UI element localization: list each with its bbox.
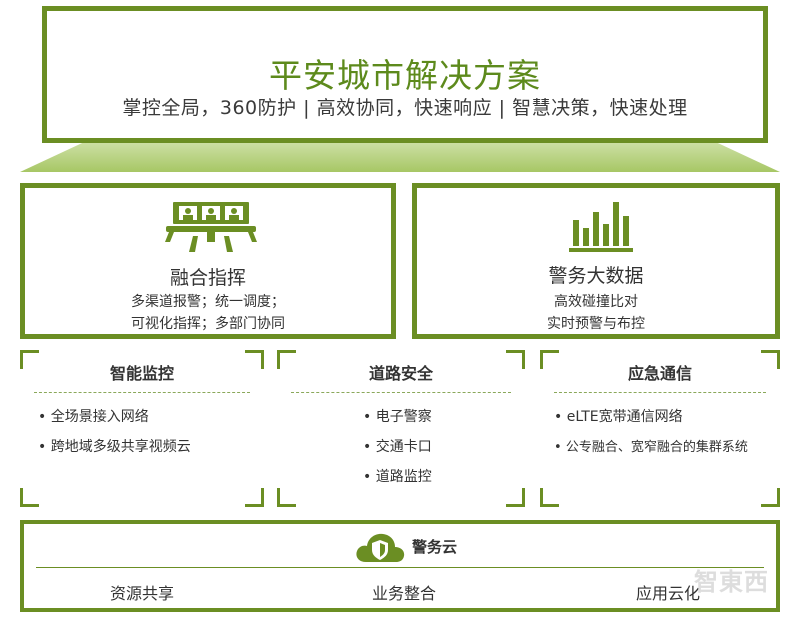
divider [34,392,250,393]
panel-desc-line: 实时预警与布控 [547,316,645,332]
cloud-item: 业务整合 [372,584,437,603]
command-center-icon [165,202,257,252]
page-title: 平安城市解决方案 [269,56,541,95]
cloud-label: 警务云 [412,538,458,556]
list-item: • 跨地域多级共享视频云 [38,439,191,455]
module-emergency-comm: 应急通信 • eLTE宽带通信网络 • 公专融合、宽窄融合的集群系统 [540,350,780,507]
list-item: • 全场景接入网络 [38,409,149,425]
panel-desc-line: 高效碰撞比对 [554,294,638,310]
panel-desc-line: 可视化指挥；多部门协同 [131,316,285,332]
page-subtitle: 掌控全局，360防护 | 高效协同，快速响应 | 智慧决策，快速处理 [122,97,688,119]
watermark-logo: 智東西 [694,568,769,596]
police-cloud-box: 警务云 资源共享 业务整合 应用云化 [20,520,780,612]
list-item: • eLTE宽带通信网络 [554,409,683,425]
list-item: • 电子警察 [363,409,432,425]
module-title: 应急通信 [627,364,692,383]
divider [291,392,511,393]
panel-title: 融合指挥 [169,267,246,289]
panel-title: 警务大数据 [548,265,644,287]
cloud-shield-icon [356,533,405,562]
panel-desc-line: 多渠道报警；统一调度； [131,294,285,310]
bar-chart-icon [569,202,633,252]
title-box: 平安城市解决方案 掌控全局，360防护 | 高效协同，快速响应 | 智慧决策，快… [42,6,768,143]
panel-bigdata: 警务大数据 高效碰撞比对 实时预警与布控 [412,183,780,339]
module-title: 道路安全 [368,364,433,383]
cloud-item: 资源共享 [110,584,175,603]
list-item: • 道路监控 [363,469,432,485]
cloud-item: 应用云化 [636,584,701,603]
divider [554,392,766,393]
module-road-safety: 道路安全 • 电子警察 • 交通卡口 • 道路监控 [277,350,525,507]
list-item: • 公专融合、宽窄融合的集群系统 [554,440,748,455]
panel-command: 融合指挥 多渠道报警；统一调度； 可视化指挥；多部门协同 [20,183,396,339]
module-smart-monitoring: 智能监控 • 全场景接入网络 • 跨地域多级共享视频云 [20,350,264,507]
divider [36,567,764,568]
list-item: • 交通卡口 [363,439,432,455]
module-title: 智能监控 [109,364,174,383]
